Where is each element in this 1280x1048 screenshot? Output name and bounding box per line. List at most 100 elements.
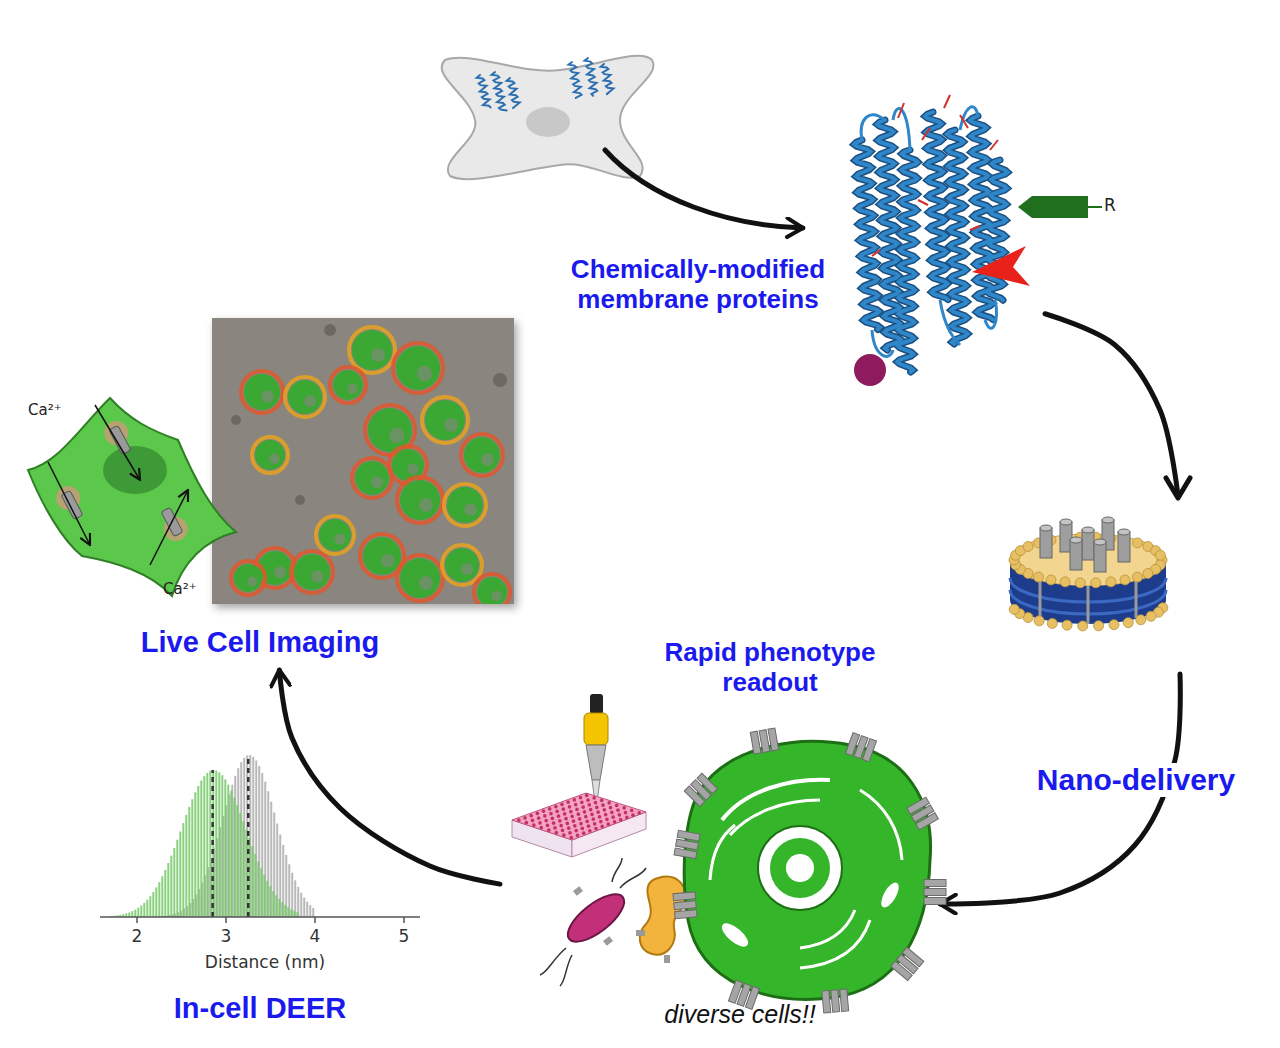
plate-wells: [609, 806, 613, 810]
imaged-cell: [294, 554, 330, 590]
plate-wells: [572, 819, 576, 823]
source-cell: [442, 56, 654, 179]
tag-linker: [1088, 206, 1102, 208]
protein-ribbon: [990, 140, 998, 150]
imaged-cell: [422, 397, 468, 443]
distance-distribution: [173, 848, 175, 917]
ion-label: Ca²⁺: [163, 580, 197, 598]
live-cell: [28, 398, 236, 596]
imaged-cell: [247, 577, 257, 587]
distance-distribution: [221, 775, 223, 917]
surface-protein: [822, 989, 849, 1013]
nanodisc-lipids: [1143, 569, 1153, 579]
distance-distribution: [224, 779, 226, 917]
plate-wells: [529, 814, 533, 818]
surface-protein: [768, 728, 779, 751]
protein-ribbon: [947, 130, 968, 344]
distance-distribution: [236, 805, 238, 917]
plate-wells: [555, 831, 559, 835]
surface-protein: [916, 813, 939, 830]
protein-ribbon: [925, 112, 948, 300]
plate-wells: [592, 796, 596, 800]
distance-distribution: [110, 755, 314, 917]
distance-distribution: [247, 755, 250, 917]
imaging-panel: [212, 318, 514, 604]
nanodisc-lipids: [1094, 542, 1106, 572]
plate-wells: [561, 829, 565, 833]
ion-channel: [109, 425, 131, 454]
plate-wells: [563, 812, 567, 816]
bacterium-pink: [560, 955, 572, 986]
plate-wells: [589, 808, 593, 812]
plate-wells: [566, 800, 570, 804]
bacterium-pink: [540, 948, 566, 975]
well-plate: [512, 793, 646, 840]
plate-wells: [580, 801, 584, 805]
ion-channel: [48, 462, 90, 545]
imaged-cell: [397, 555, 443, 601]
surface-protein: [831, 990, 840, 1013]
distance-distribution: [284, 905, 286, 917]
distance-distribution: [290, 909, 292, 917]
plate-wells: [576, 834, 580, 838]
plate-wells: [567, 826, 571, 830]
plate-wells: [585, 820, 589, 824]
nanodisc-lipids: [1040, 525, 1052, 531]
surface-protein: [924, 880, 946, 887]
nanodisc-lipids: [1082, 527, 1094, 533]
imaged-cell: [396, 346, 440, 390]
plate-wells: [570, 836, 574, 840]
imaged-cell: [371, 476, 383, 488]
plate-wells: [536, 812, 540, 816]
bacterium-pink: [561, 886, 632, 950]
nanodisc-lipids: [1136, 615, 1146, 625]
distance-distribution: [278, 899, 280, 917]
plate-wells: [625, 816, 629, 820]
protein-scribble: [569, 62, 582, 98]
plate-wells: [592, 817, 596, 821]
plate-wells: [622, 806, 626, 810]
plate-wells: [603, 808, 607, 812]
distance-distribution: [242, 821, 244, 917]
distance-distribution: [215, 771, 217, 917]
flow-arrow: [279, 670, 500, 884]
distance-distribution: [131, 911, 133, 917]
imaged-cell: [288, 380, 322, 414]
nanodisc-lipids: [1070, 540, 1082, 570]
imaging-panel: [212, 318, 514, 604]
target-cell: [684, 741, 930, 999]
imaged-cell: [333, 370, 363, 400]
imaged-cell: [417, 366, 432, 381]
distance-distribution: [297, 887, 299, 917]
plate-wells: [564, 817, 568, 821]
distance-distribution: [140, 906, 142, 917]
flow-arrow: [940, 314, 1180, 904]
plate-wells: [581, 805, 585, 809]
surface-protein: [891, 961, 912, 981]
imaged-cell: [447, 487, 483, 523]
pipette: [584, 694, 608, 802]
plate-wells: [559, 824, 563, 828]
imaged-cell: [231, 561, 265, 595]
plate-wells: [551, 817, 555, 821]
imaged-cell: [231, 415, 241, 425]
imaged-cell: [477, 577, 507, 604]
distance-distribution: [266, 881, 268, 917]
distance-distribution: [300, 893, 302, 917]
target-cell: [878, 880, 902, 910]
pipette: [590, 694, 603, 714]
plate-wells: [546, 824, 550, 828]
imaged-cell: [291, 551, 333, 593]
plate-wells: [613, 820, 617, 824]
distance-distribution: [254, 854, 256, 917]
plate-wells: [596, 810, 600, 814]
nanodisc-lipids: [1082, 530, 1094, 560]
plate-wells: [610, 811, 614, 815]
plate-wells: [585, 794, 589, 798]
pipette: [586, 745, 606, 780]
target-cell: [800, 910, 855, 948]
plate-wells: [583, 810, 587, 814]
